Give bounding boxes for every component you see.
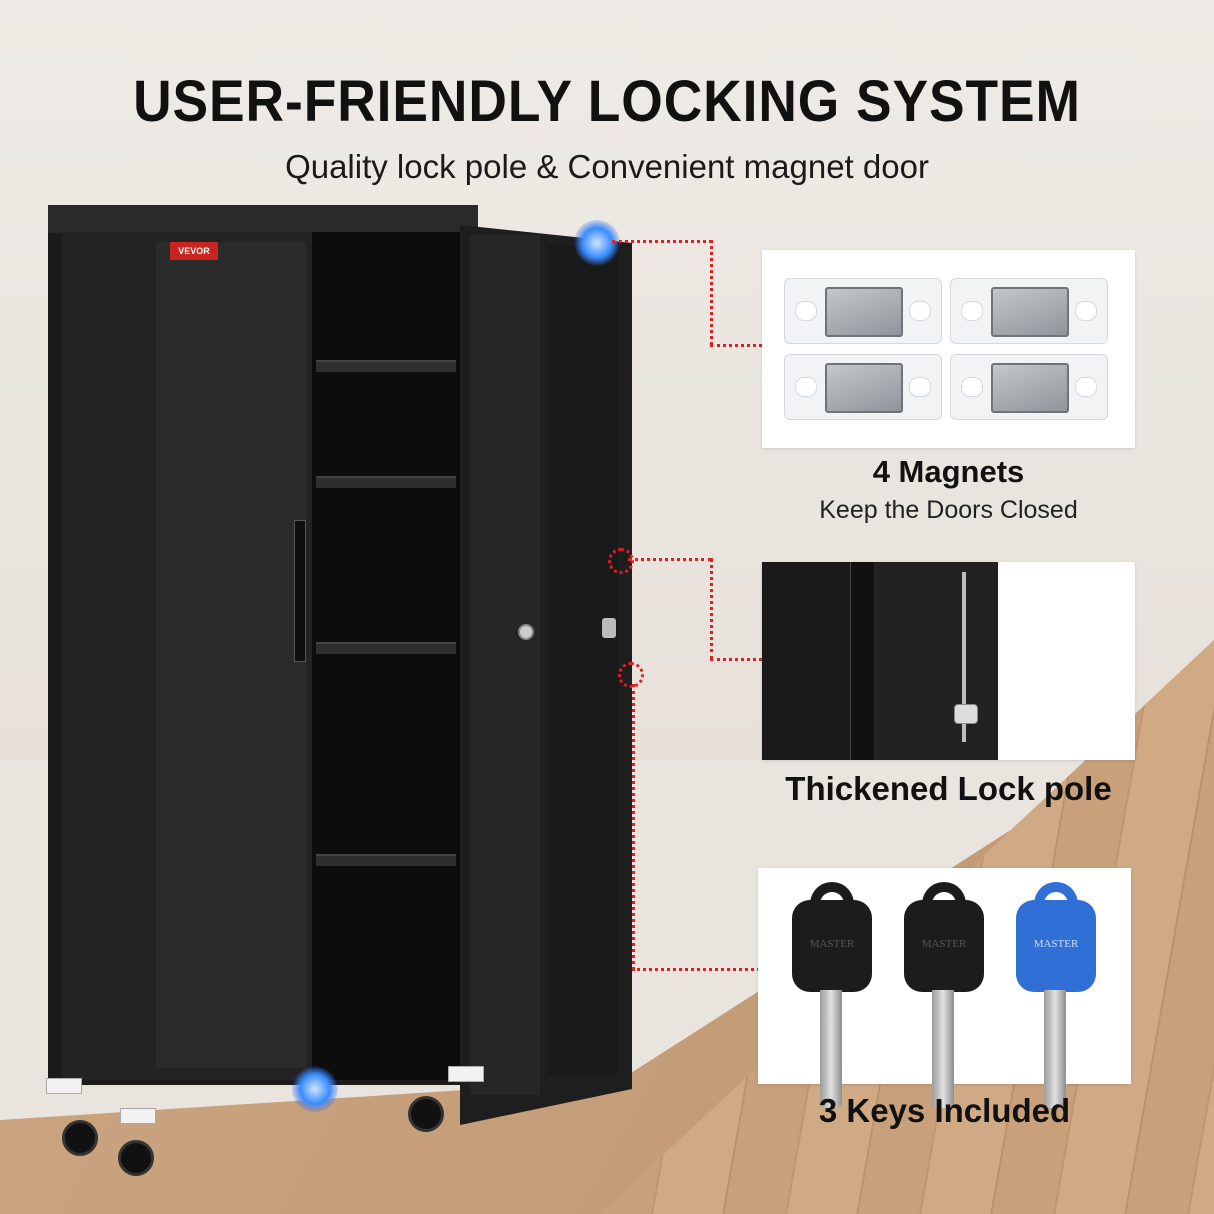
- feature-subtitle-magnets: Keep the Doors Closed: [819, 496, 1078, 524]
- door-panel: [548, 245, 618, 1075]
- brand-badge: VEVOR: [170, 242, 218, 260]
- door-handle: [294, 520, 306, 662]
- callout-line: [632, 968, 760, 971]
- shelf: [316, 854, 456, 866]
- leveling-foot: [120, 1108, 156, 1124]
- magnet-icon: [950, 278, 1108, 344]
- magnet-icon: [784, 354, 942, 420]
- leveling-foot: [46, 1078, 82, 1094]
- shelf: [316, 476, 456, 488]
- cabinet-left-door: VEVOR: [62, 232, 314, 1080]
- cabinet-interior: [312, 232, 462, 1080]
- callout-line: [612, 240, 712, 243]
- callout-line: [710, 658, 762, 661]
- callout-line: [628, 558, 712, 561]
- key-engraving: MASTER: [921, 938, 967, 950]
- door-panel: [156, 242, 306, 1068]
- keyhole-icon: [518, 624, 534, 640]
- lock-pole-photo: [762, 562, 998, 760]
- magnet-highlight-icon: [574, 220, 620, 266]
- lock-pole-icon: [962, 572, 966, 742]
- caster-wheel: [408, 1096, 444, 1132]
- lock-latch-icon: [954, 704, 978, 724]
- keys-card: MASTER MASTER MASTER: [758, 868, 1131, 1108]
- feature-title-lock-pole: Thickened Lock pole: [785, 770, 1112, 807]
- leveling-foot: [448, 1066, 484, 1082]
- key-engraving: MASTER: [1033, 938, 1079, 950]
- key-icon: MASTER: [1016, 882, 1096, 1110]
- key-engraving: MASTER: [809, 938, 855, 950]
- callout-line: [710, 240, 713, 345]
- callout-ring-icon: [618, 662, 644, 688]
- magnets-card: [762, 250, 1135, 448]
- callout-line: [710, 558, 713, 660]
- magnet-icon: [784, 278, 942, 344]
- shelf: [316, 642, 456, 654]
- shelf: [316, 360, 456, 372]
- cabinet-top: [48, 205, 478, 233]
- subheadline: Quality lock pole & Convenient magnet do…: [285, 148, 929, 185]
- feature-title-keys: 3 Keys Included: [818, 1092, 1071, 1129]
- cabinet-right-door-open: [460, 225, 632, 1125]
- headline: USER-FRIENDLY LOCKING SYSTEM: [133, 69, 1081, 134]
- callout-ring-icon: [608, 548, 634, 574]
- magnet-highlight-icon: [292, 1066, 338, 1112]
- feature-title-magnets: 4 Magnets: [872, 454, 1025, 489]
- magnet-icon: [950, 354, 1108, 420]
- door-panel: [470, 235, 540, 1095]
- callout-line: [632, 684, 635, 970]
- caster-wheel: [62, 1120, 98, 1156]
- callout-line: [710, 344, 762, 347]
- lock-pole-card: [762, 562, 1135, 760]
- caster-wheel: [118, 1140, 154, 1176]
- lock-latch-icon: [602, 618, 616, 638]
- key-icon: MASTER: [904, 882, 984, 1110]
- key-icon: MASTER: [792, 882, 872, 1110]
